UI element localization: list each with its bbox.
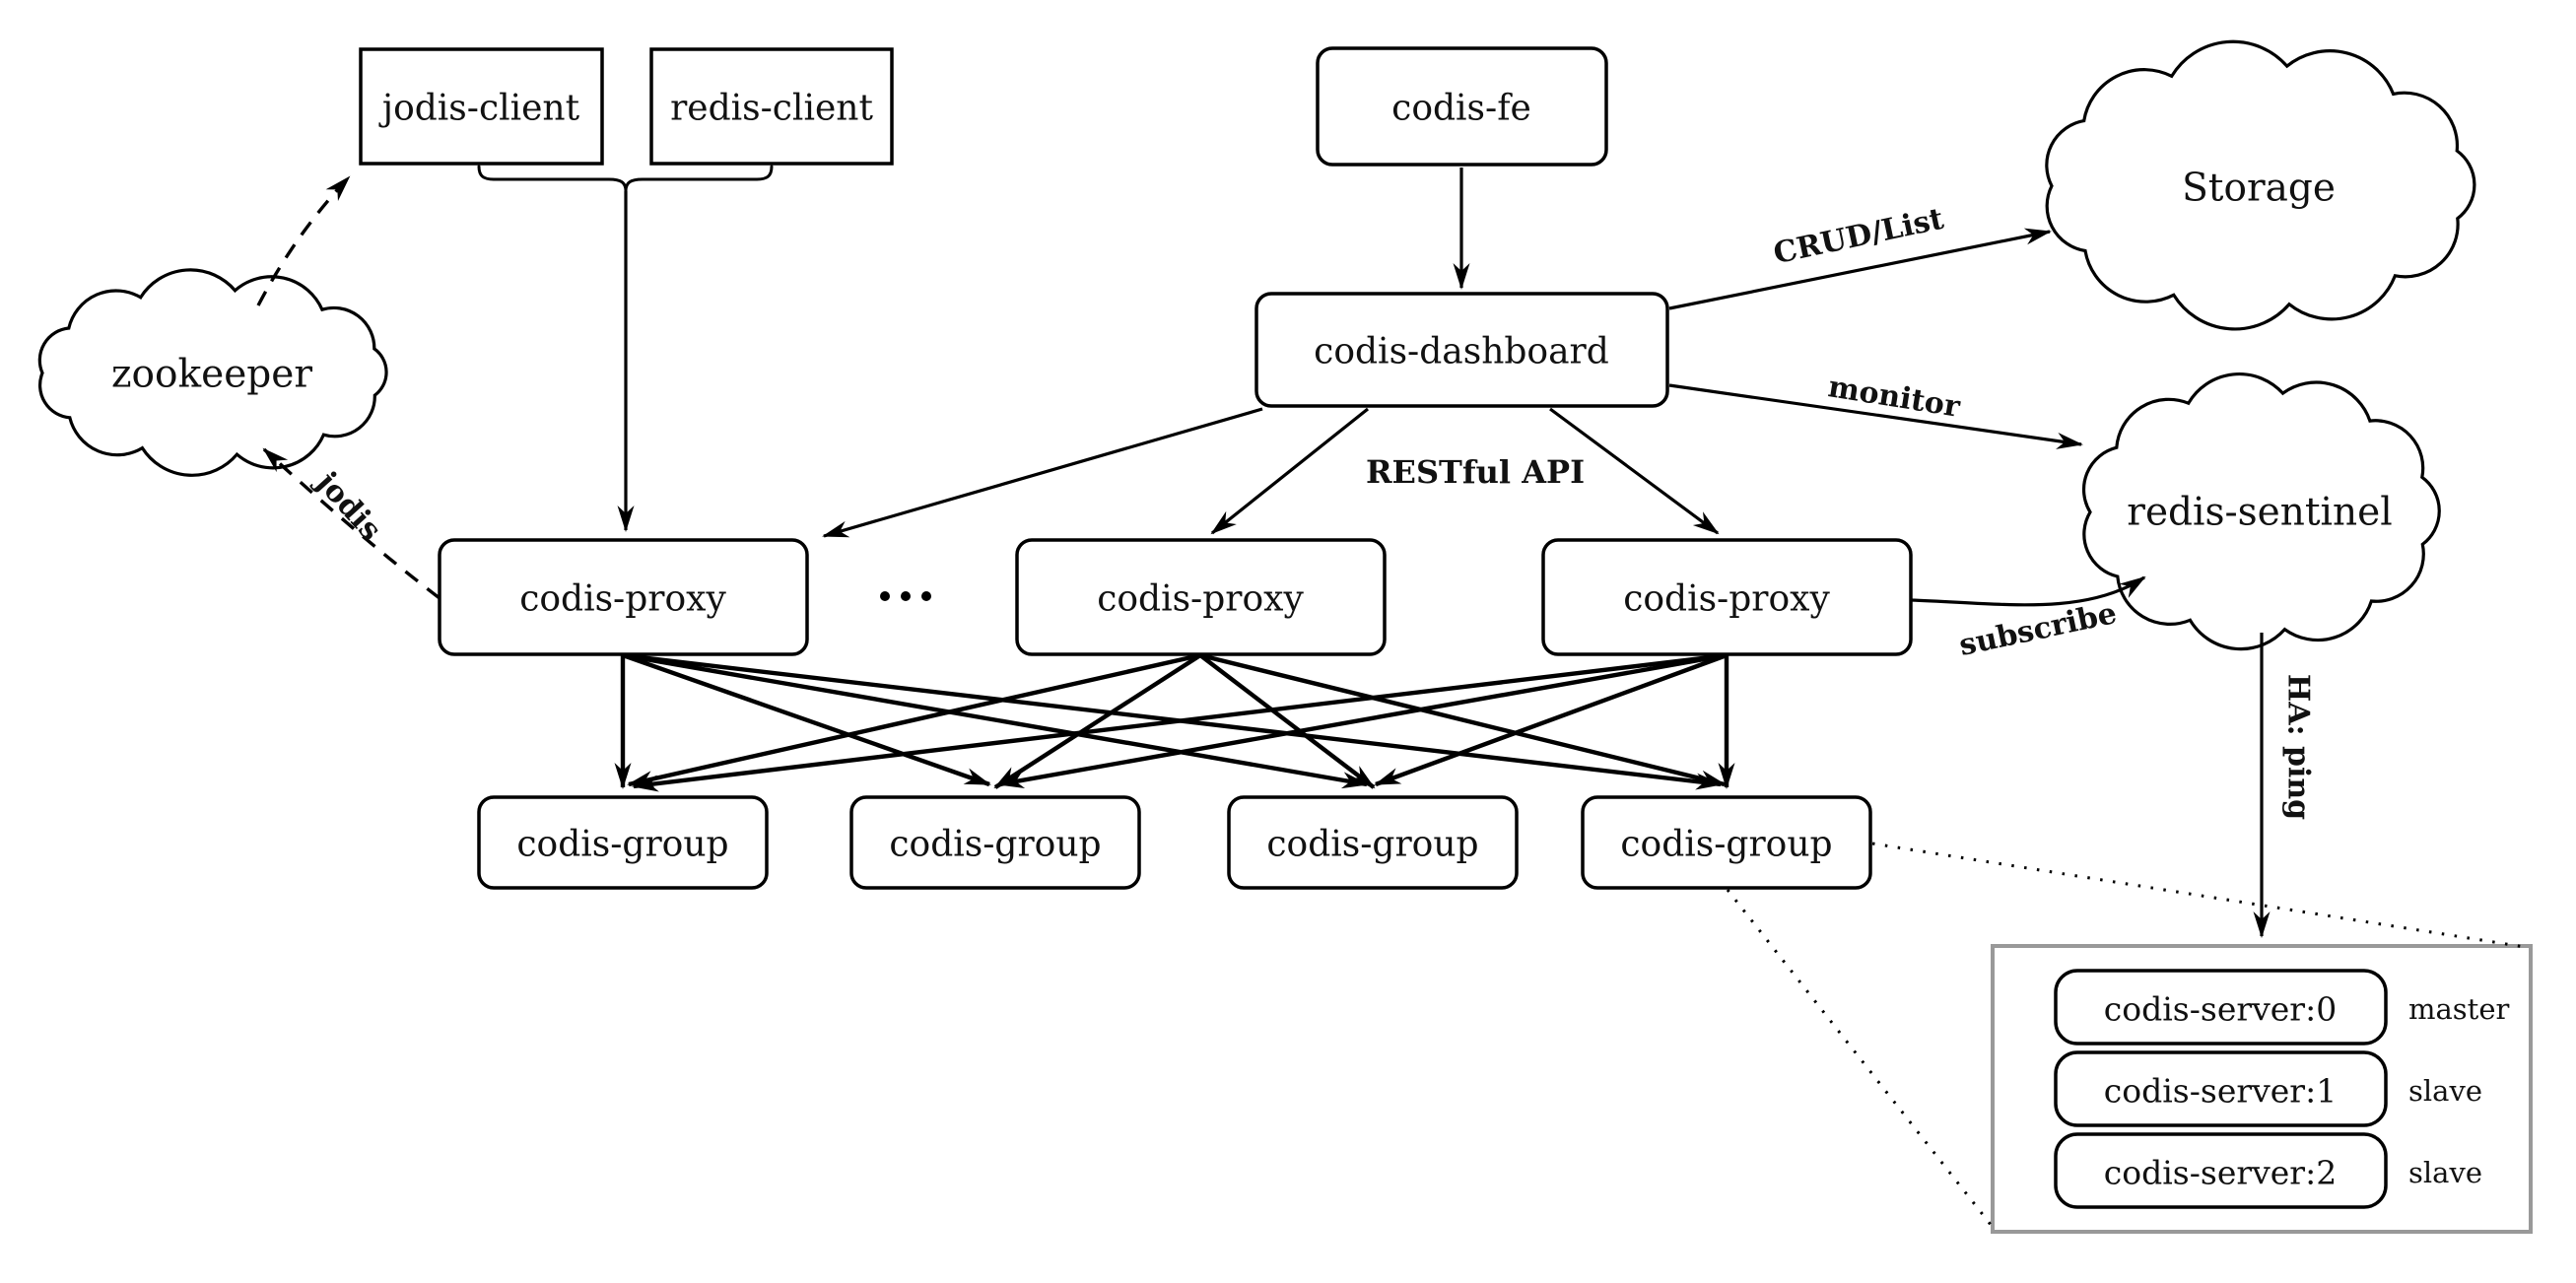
codis-server-0-label: codis-server:0	[2104, 990, 2337, 1029]
codis-server-0-box	[2054, 969, 2388, 1046]
redis-client-label: redis-client	[670, 89, 873, 129]
edge-dashboard-to-sentinel	[1668, 383, 2083, 449]
storage-cloud	[2045, 39, 2476, 331]
codis-proxy-3-label: codis-proxy	[1623, 579, 1830, 620]
zookeeper-label: zookeeper	[111, 353, 312, 397]
restful-api-label: RESTful API	[1366, 453, 1585, 491]
codis-group-4-label: codis-group	[1620, 825, 1832, 865]
ha-ping-edge-label: HA: ping	[2281, 674, 2316, 820]
dotted-group4-serverbox-top	[1871, 842, 2526, 949]
codis-fe-label: codis-fe	[1391, 89, 1531, 129]
edge-proxy3-group1	[632, 652, 1728, 792]
codis-proxy-1-label: codis-proxy	[519, 579, 726, 620]
edge-proxy3-subscribe-sentinel	[1910, 575, 2146, 607]
edge-dashboard-to-proxy1	[822, 407, 1263, 538]
codis-server-2-box	[2054, 1132, 2388, 1209]
edge-proxy3-group2	[997, 652, 1728, 788]
edge-proxy1-group2	[622, 652, 991, 787]
zookeeper-cloud	[37, 268, 388, 477]
edge-dashboard-to-storage	[1668, 228, 2052, 310]
edge-dashboard-to-proxy3	[1549, 407, 1720, 535]
edge-proxy1-group3	[622, 652, 1369, 789]
codis-dashboard-box	[1254, 292, 1669, 408]
crud-list-edge-label: CRUD/List	[1771, 202, 1947, 272]
codis-group-2-box	[849, 795, 1141, 890]
edge-proxy2-group2	[993, 653, 1202, 789]
jodis-client-box	[359, 47, 604, 166]
codis-group-3-box	[1227, 795, 1519, 890]
codis-server-1-box	[2054, 1050, 2388, 1127]
redis-client-box	[649, 47, 894, 166]
edge-proxy2-group4	[1199, 652, 1727, 787]
codis-proxy-3-box	[1541, 538, 1913, 656]
edge-proxy1-jodis-zookeeper	[262, 447, 441, 600]
codis-group-2-label: codis-group	[889, 825, 1101, 865]
dotted-group4-serverbox-bottom	[1726, 889, 1994, 1227]
proxy-ellipsis	[880, 591, 931, 601]
edge-zookeeper-to-jodisclient	[256, 175, 351, 306]
proxy-group-fan	[614, 652, 1735, 792]
storage-label: Storage	[2182, 167, 2336, 211]
codis-dashboard-label: codis-dashboard	[1314, 332, 1609, 372]
codis-group-4-box	[1581, 795, 1872, 890]
edge-proxy2-group1	[627, 652, 1201, 787]
edge-proxy3-group3	[1374, 652, 1728, 787]
codis-group-1-box	[477, 795, 769, 890]
clients-underbrace	[477, 165, 774, 192]
edge-proxy2-group3	[1198, 653, 1376, 789]
edge-dashboard-to-proxy2	[1210, 407, 1369, 535]
server-role-1-label: slave	[2408, 1074, 2482, 1108]
redis-sentinel-label: redis-sentinel	[2127, 491, 2392, 535]
codis-proxy-2-label: codis-proxy	[1097, 579, 1304, 620]
jodis-edge-label: jodis	[307, 463, 388, 547]
codis-group-3-label: codis-group	[1266, 825, 1478, 865]
codis-server-2-label: codis-server:2	[2104, 1154, 2337, 1192]
server-role-0-label: master	[2408, 992, 2509, 1026]
jodis-client-label: jodis-client	[378, 89, 580, 129]
codis-server-1-label: codis-server:1	[2104, 1072, 2337, 1111]
server-role-2-label: slave	[2408, 1156, 2482, 1189]
codis-fe-box	[1316, 46, 1608, 167]
codis-group-1-label: codis-group	[516, 825, 728, 865]
redis-sentinel-cloud	[2082, 371, 2441, 651]
